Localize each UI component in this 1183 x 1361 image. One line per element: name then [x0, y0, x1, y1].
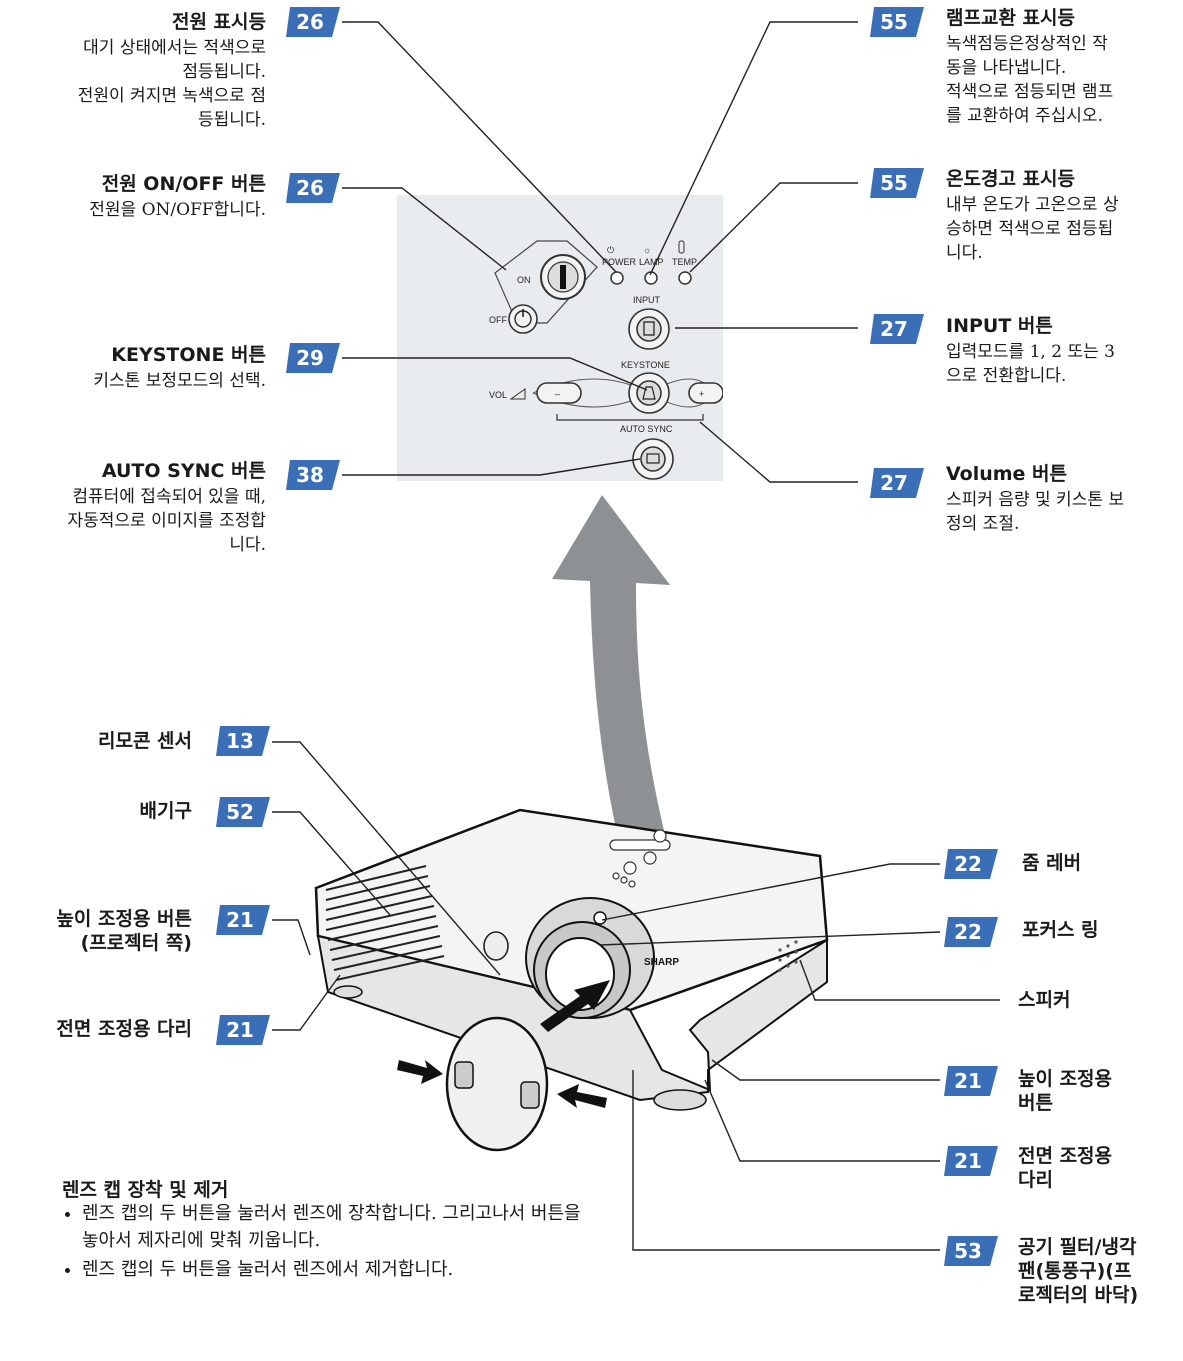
keystone-desc: 키스톤 보정모드의 선택. — [93, 371, 266, 391]
lens-cap — [445, 1016, 549, 1152]
front-foot-left-title: 전면 조정용 다리 — [56, 1018, 192, 1040]
autosync-button[interactable] — [632, 438, 674, 480]
page-ref-badge-temp[interactable]: 55 — [870, 168, 924, 198]
power-indicator-title: 전원 표시등 — [171, 11, 266, 33]
thermometer-icon — [678, 240, 685, 254]
svg-text:–: – — [555, 389, 560, 399]
lens-cap-step-1: 렌즈 캡의 두 버튼을 눌러서 렌즈에 장착합니다. 그리고나서 버튼을 놓아서… — [82, 1200, 592, 1254]
remote-sensor — [483, 931, 509, 961]
autosync-label: AUTO SYNC — [620, 424, 673, 434]
lamp-icon: ☼ — [643, 245, 651, 255]
left-foot — [333, 985, 363, 999]
focus-title: 포커스 링 — [1022, 919, 1099, 941]
keystone-title: KEYSTONE 버튼 — [111, 344, 266, 366]
off-button[interactable] — [508, 304, 538, 334]
vol-label: VOL — [489, 390, 507, 400]
page-ref-badge-focus[interactable]: 22 — [944, 917, 998, 947]
left-press-arrow — [397, 1060, 443, 1084]
on-label: ON — [517, 275, 531, 285]
power-indicator-led — [610, 271, 624, 285]
page-ref-badge-front-foot-left[interactable]: 21 — [216, 1015, 270, 1045]
air-filter-title: 공기 필터/냉각 팬(통풍구)(프 로젝터의 바닥) — [1018, 1236, 1139, 1306]
page-ref-badge-remote-sensor[interactable]: 13 — [216, 726, 270, 756]
power-button-desc: 전원을 ON/OFF합니다. — [89, 200, 266, 220]
height-button-left-title: 높이 조정용 버튼 (프로젝터 쪽) — [56, 908, 192, 954]
exhaust-title: 배기구 — [139, 800, 192, 822]
zoom-title: 줌 레버 — [1022, 852, 1082, 874]
control-panel-illustration: ON OFF ⏻ POWER ☼ LAMP TEMP INPUT KEYSTON… — [397, 195, 723, 481]
input-title: INPUT 버튼 — [946, 315, 1053, 337]
page-ref-badge-air-filter[interactable]: 53 — [944, 1236, 998, 1266]
height-button-right-title: 높이 조정용 버튼 — [1018, 1068, 1113, 1114]
temp-label: TEMP — [672, 257, 697, 267]
page-ref-badge-autosync[interactable]: 38 — [286, 460, 340, 490]
lamp-desc: 녹색점등은정상적인 작 동을 나타냅니다. 적색으로 점등되면 램프 를 교환하… — [946, 34, 1114, 126]
temp-title: 온도경고 표시등 — [946, 168, 1075, 190]
input-button[interactable] — [628, 308, 670, 350]
page-ref-badge-height-button-right[interactable]: 21 — [944, 1066, 998, 1096]
exhaust-vents — [325, 865, 445, 981]
page-ref-badge-power-indicator[interactable]: 26 — [286, 7, 340, 37]
power-label: POWER — [602, 257, 637, 267]
page-ref-badge-keystone[interactable]: 29 — [286, 343, 340, 373]
volume-desc: 스피커 음량 및 키스톤 보 정의 조절. — [946, 490, 1125, 534]
lamp-title: 램프교환 표시등 — [946, 7, 1075, 29]
brand-logo: SHARP — [644, 957, 679, 968]
page-ref-badge-front-foot-right[interactable]: 21 — [944, 1146, 998, 1176]
lens-cap-right-button — [520, 1081, 540, 1109]
lens-cap-illustration — [397, 1016, 607, 1152]
front-foot-right-title: 전면 조정용 다리 — [1018, 1145, 1113, 1191]
input-label: INPUT — [633, 295, 661, 305]
panel-background — [397, 195, 723, 481]
page-ref-badge-input[interactable]: 27 — [870, 314, 924, 344]
on-button[interactable] — [540, 254, 586, 300]
volume-minus-button[interactable]: – — [536, 382, 582, 404]
page-ref-badge-power-button[interactable]: 26 — [286, 173, 340, 203]
page-ref-badge-height-button-left[interactable]: 21 — [216, 905, 270, 935]
power-indicator-desc: 대기 상태에서는 적색으로 점등됩니다. 전원이 켜지면 녹색으로 점 등됩니다… — [77, 38, 266, 130]
page-ref-badge-zoom[interactable]: 22 — [944, 849, 998, 879]
temp-indicator-led — [678, 271, 692, 285]
autosync-desc: 컴퓨터에 접속되어 있을 때, 자동적으로 이미지를 조정합 니다. — [67, 487, 267, 555]
attach-arrow — [540, 980, 610, 1032]
right-press-arrow — [557, 1084, 607, 1108]
page-ref-badge-lamp[interactable]: 55 — [870, 7, 924, 37]
speaker-title: 스피커 — [1018, 989, 1071, 1011]
up-arrow-graphic — [552, 495, 670, 855]
lens-cap-left-button — [454, 1061, 474, 1089]
right-foot — [653, 1089, 707, 1111]
page-ref-badge-exhaust[interactable]: 52 — [216, 797, 270, 827]
temp-desc: 내부 온도가 고온으로 상 승하면 적색으로 점등됩 니다. — [946, 195, 1119, 263]
lens-cap-instructions: 렌즈 캡의 두 버튼을 눌러서 렌즈에 장착합니다. 그리고나서 버튼을 놓아서… — [58, 1200, 592, 1285]
projector-top-controls — [609, 829, 671, 888]
power-button-title: 전원 ON/OFF 버튼 — [101, 173, 266, 195]
off-label: OFF — [489, 315, 507, 325]
autosync-title: AUTO SYNC 버튼 — [101, 460, 266, 482]
volume-title: Volume 버튼 — [946, 463, 1068, 485]
lamp-label: LAMP — [639, 257, 664, 267]
projector-illustration: SHARP — [314, 808, 829, 1111]
speaker-grille — [778, 940, 798, 972]
keystone-label: KEYSTONE — [621, 360, 670, 370]
lens-cap-title: 렌즈 캡 장착 및 제거 — [62, 1179, 229, 1201]
page-ref-badge-volume[interactable]: 27 — [870, 468, 924, 498]
volume-plus-button[interactable]: + — [688, 382, 723, 404]
lens-cap-step-2: 렌즈 캡의 두 버튼을 눌러서 렌즈에서 제거합니다. — [82, 1256, 592, 1283]
zoom-lever-graphic — [593, 911, 607, 925]
power-symbol-icon: ⏻ — [607, 245, 614, 255]
remote-sensor-title: 리모콘 센서 — [97, 730, 192, 752]
keystone-button[interactable] — [628, 372, 670, 414]
input-desc: 입력모드를 1, 2 또는 3 으로 전환합니다. — [946, 342, 1115, 386]
svg-text:+: + — [699, 389, 704, 399]
